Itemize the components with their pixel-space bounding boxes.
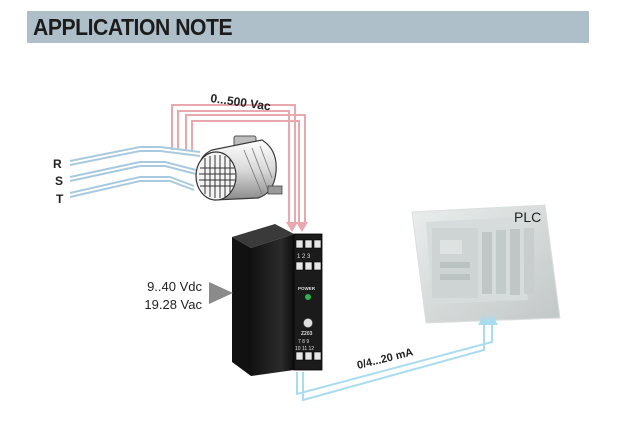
supply-ac-label: 19.28 Vac	[144, 297, 202, 312]
plc-rack-icon	[411, 204, 561, 324]
output-signal-label: 0/4...20 mA	[356, 346, 415, 372]
phase-r-label: R	[53, 157, 62, 171]
output-signal-wires	[296, 322, 493, 402]
page-title: APPLICATION NOTE	[33, 14, 233, 40]
phase-wires	[69, 146, 201, 198]
module-top-terminals: 1 2 3	[297, 254, 311, 260]
phase-s-label: S	[55, 174, 63, 188]
din-rail-module-icon: 1 2 3 POWER Z203 7 8 9 10 11 12	[232, 224, 323, 376]
module-model-label: Z203	[301, 331, 313, 337]
header-band: APPLICATION NOTE	[27, 11, 589, 43]
output-arrowheads	[478, 314, 498, 325]
supply-dc-label: 9..40 Vdc	[147, 279, 202, 294]
phase-t-label: T	[56, 192, 64, 206]
power-led	[305, 294, 311, 300]
supply-triangle-icon	[209, 282, 233, 304]
plc-label: PLC	[514, 209, 541, 225]
module-bottom-terminals: 10 11 12	[295, 346, 314, 352]
module-power-label: POWER	[298, 286, 316, 291]
voltage-input-wires	[171, 104, 306, 226]
motor-icon	[195, 135, 283, 201]
module-terminal-row: 7 8 9	[298, 339, 309, 345]
voltage-arrowheads	[286, 222, 308, 232]
